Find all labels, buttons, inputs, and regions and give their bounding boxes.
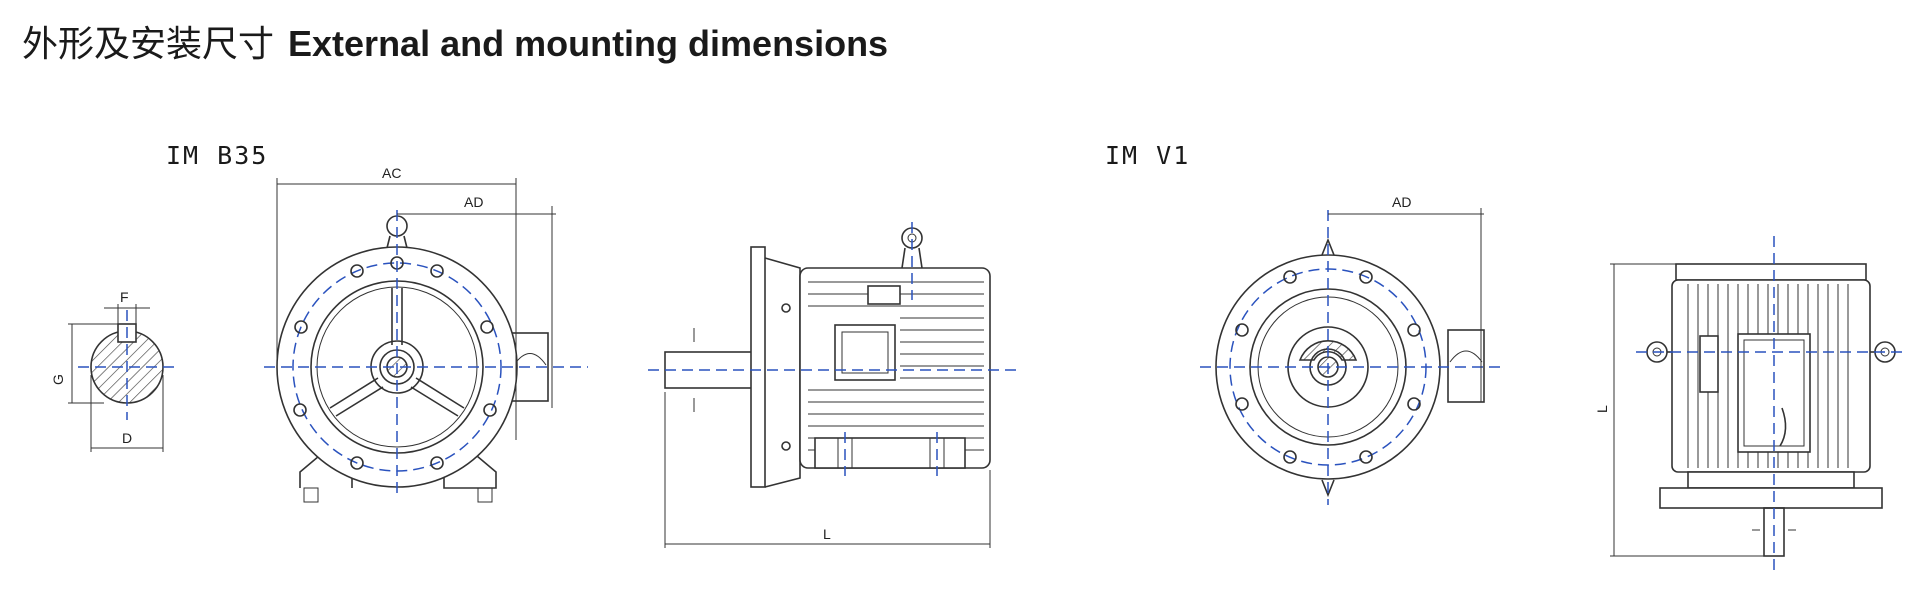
- spoke-left: [329, 377, 384, 417]
- v1-top-lug: [1321, 237, 1335, 256]
- view-label-im-v1: IM V1: [1105, 141, 1191, 170]
- dim-label-g: G: [50, 374, 66, 385]
- dim-label-ac: AC: [382, 165, 401, 181]
- flange-hole: [293, 403, 307, 417]
- flange-hole: [430, 456, 444, 470]
- v1-dim-label-ad: AD: [1392, 194, 1411, 210]
- side-feet: [814, 437, 966, 469]
- foot-bolt-left: [303, 487, 319, 503]
- v1-bottom-lug: [1321, 479, 1335, 498]
- v1-flange-hole: [1235, 323, 1249, 337]
- view-label-im-b35: IM B35: [166, 141, 269, 170]
- foot-bolt-right: [477, 487, 493, 503]
- spoke-right: [410, 377, 465, 417]
- side-flange-taper: [764, 257, 801, 488]
- v1-flange-hole: [1359, 450, 1373, 464]
- b35-side-view: L: [648, 222, 1020, 548]
- side-flange-bolt: [781, 303, 791, 313]
- v1-flange-hole: [1235, 397, 1249, 411]
- terminal-box: [834, 324, 896, 381]
- side-flange: [750, 246, 766, 488]
- side-lifting-eye-leg: [901, 247, 906, 269]
- side-flange-bolt: [781, 441, 791, 451]
- spoke-top: [391, 288, 403, 345]
- title-chinese: 外形及安装尺寸: [22, 24, 275, 65]
- v1-nameplate: [1699, 335, 1719, 393]
- b35-front-view: AC AD: [264, 165, 588, 503]
- flange-hole: [350, 456, 364, 470]
- v1-flange-neck: [1687, 471, 1855, 489]
- dim-label-l: L: [823, 526, 831, 542]
- v1-flange-hole: [1283, 270, 1297, 284]
- v1-flange: [1659, 487, 1883, 509]
- shaft-section-view: F G D: [50, 289, 176, 452]
- v1-dim-label-l: L: [1594, 405, 1610, 413]
- v1-cable-gland: [1449, 350, 1483, 363]
- flange-hole: [294, 320, 308, 334]
- cable-gland: [513, 353, 547, 366]
- flange-hole: [483, 403, 497, 417]
- nameplate: [867, 285, 901, 305]
- v1-front-view: AD: [1200, 194, 1505, 505]
- flange-hole: [430, 264, 444, 278]
- v1-flange-hole: [1407, 323, 1421, 337]
- side-lifting-eye-leg: [918, 247, 923, 269]
- flange-hole: [350, 264, 364, 278]
- title-english: External and mounting dimensions: [288, 23, 889, 64]
- dim-label-f: F: [120, 289, 129, 305]
- v1-top-cap: [1675, 263, 1867, 281]
- terminal-box-cover: [841, 331, 889, 374]
- v1-flange-hole: [1359, 270, 1373, 284]
- dim-label-d: D: [122, 430, 132, 446]
- v1-terminal-box-side: [1447, 329, 1485, 403]
- v1-side-view: L: [1594, 236, 1904, 570]
- v1-flange-hole: [1407, 397, 1421, 411]
- page-title: 外形及安装尺寸 External and mounting dimensions: [22, 22, 888, 67]
- flange-hole: [480, 320, 494, 334]
- v1-flange-hole: [1283, 450, 1297, 464]
- v1-cable: [1779, 407, 1787, 447]
- dim-label-ad: AD: [464, 194, 483, 210]
